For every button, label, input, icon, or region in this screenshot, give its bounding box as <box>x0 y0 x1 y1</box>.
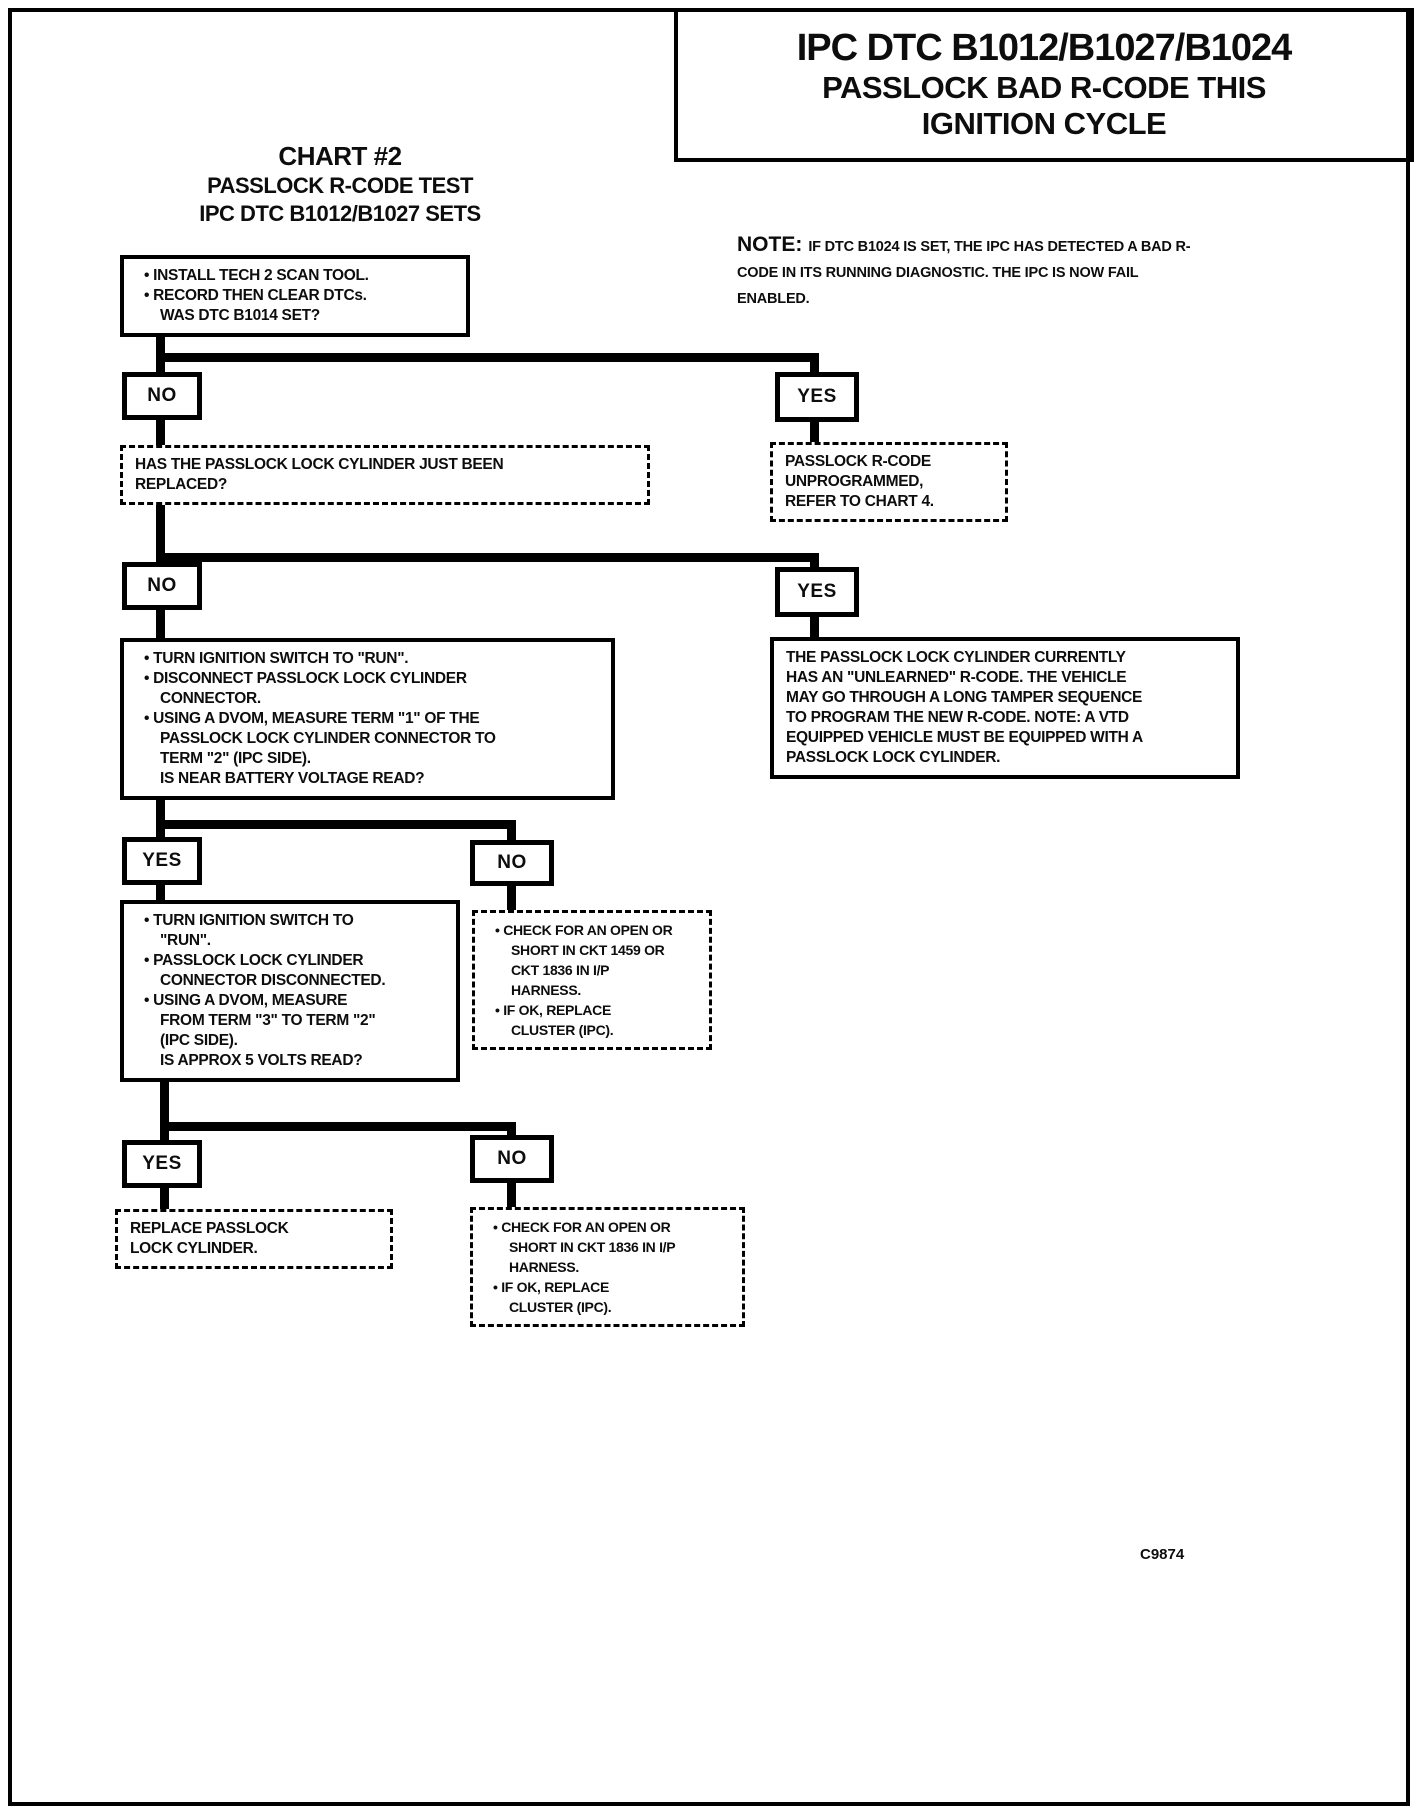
chart-heading-line1: CHART #2 <box>278 141 402 171</box>
decision1-yes-tag: YES <box>775 372 859 422</box>
step-line: CLUSTER (IPC). <box>511 1022 614 1038</box>
decision2-yes-tag: YES <box>775 567 859 617</box>
dtc-title-line3: IGNITION CYCLE <box>921 106 1167 141</box>
step-line: MAY GO THROUGH A LONG TAMPER SEQUENCE <box>786 689 1143 706</box>
flow-connector <box>810 617 819 637</box>
terminal-rcode-unprogrammed: PASSLOCK R-CODE UNPROGRAMMED, REFER TO C… <box>770 442 1008 522</box>
step-line: TO PROGRAM THE NEW R-CODE. NOTE: A VTD <box>786 709 1129 726</box>
note-paragraph: NOTE:IF DTC B1024 IS SET, THE IPC HAS DE… <box>737 232 1199 312</box>
step-line: • RECORD THEN CLEAR DTCs. <box>144 287 367 304</box>
flow-connector <box>156 353 819 362</box>
step-line: SHORT IN CKT 1836 IN I/P <box>509 1239 676 1255</box>
flow-connector <box>507 1122 516 1135</box>
flow-connector <box>156 505 165 562</box>
chart-heading-line3: IPC DTC B1012/B1027 SETS <box>199 201 481 226</box>
step-line: IS APPROX 5 VOLTS READ? <box>160 1052 363 1069</box>
step-line: HARNESS. <box>511 982 581 998</box>
note-text: IF DTC B1024 IS SET, THE IPC HAS DETECTE… <box>737 239 1191 307</box>
flow-connector <box>156 553 819 562</box>
flow-connector <box>810 553 819 567</box>
action-check-ckt-1836: • CHECK FOR AN OPEN OR SHORT IN CKT 1836… <box>470 1207 745 1327</box>
flow-connector <box>160 1122 512 1131</box>
step-line: REPLACED? <box>135 476 228 493</box>
flow-connector <box>156 820 516 829</box>
decision3-no-tag: NO <box>470 840 554 886</box>
step-line: "RUN". <box>160 932 211 949</box>
step-line: • CHECK FOR AN OPEN OR <box>493 1219 671 1235</box>
dtc-title-line2: PASSLOCK BAD R-CODE THIS <box>822 70 1266 105</box>
step-line: REPLACE PASSLOCK <box>130 1220 289 1237</box>
decision1-no-tag: NO <box>122 372 202 420</box>
step-line: PASSLOCK R-CODE <box>785 453 931 470</box>
decision4-no-tag: NO <box>470 1135 554 1183</box>
flow-connector <box>810 422 819 442</box>
step-line: CKT 1836 IN I/P <box>511 962 610 978</box>
figure-code: C9874 <box>1140 1546 1185 1563</box>
flow-connector <box>156 610 165 638</box>
step-measure-term1: • TURN IGNITION SWITCH TO "RUN". • DISCO… <box>120 638 615 800</box>
step-line: • IF OK, REPLACE <box>495 1002 611 1018</box>
flow-connector <box>507 820 516 840</box>
step-line: • USING A DVOM, MEASURE <box>144 992 348 1009</box>
action-check-ckt-1459-1836: • CHECK FOR AN OPEN OR SHORT IN CKT 1459… <box>472 910 712 1050</box>
step-line: HARNESS. <box>509 1259 579 1275</box>
step-line: • PASSLOCK LOCK CYLINDER <box>144 952 364 969</box>
step-line: CONNECTOR. <box>160 690 261 707</box>
question-cylinder-replaced: HAS THE PASSLOCK LOCK CYLINDER JUST BEEN… <box>120 445 650 505</box>
step-line: • USING A DVOM, MEASURE TERM "1" OF THE <box>144 710 480 727</box>
decision2-no-tag: NO <box>122 562 202 610</box>
step-line: • IF OK, REPLACE <box>493 1279 609 1295</box>
step-line: TERM "2" (IPC SIDE). <box>160 750 311 767</box>
step-install-scan-tool: • INSTALL TECH 2 SCAN TOOL. • RECORD THE… <box>120 255 470 337</box>
step-line: • DISCONNECT PASSLOCK LOCK CYLINDER <box>144 670 467 687</box>
step-line: • TURN IGNITION SWITCH TO <box>144 912 354 929</box>
step-line: PASSLOCK LOCK CYLINDER CONNECTOR TO <box>160 730 496 747</box>
dtc-title-line1: IPC DTC B1012/B1027/B1024 <box>796 27 1293 69</box>
step-line: • INSTALL TECH 2 SCAN TOOL. <box>144 267 369 284</box>
note-label: NOTE: <box>737 233 803 256</box>
flow-connector <box>160 1082 169 1140</box>
flow-connector <box>507 1183 516 1207</box>
chart-heading-line2: PASSLOCK R-CODE TEST <box>207 173 473 198</box>
action-replace-lock-cylinder: REPLACE PASSLOCK LOCK CYLINDER. <box>115 1209 393 1269</box>
decision3-yes-tag: YES <box>122 837 202 885</box>
step-line: • CHECK FOR AN OPEN OR <box>495 922 673 938</box>
flow-connector <box>156 885 165 900</box>
dtc-title-box: IPC DTC B1012/B1027/B1024 PASSLOCK BAD R… <box>674 8 1414 162</box>
step-line: LOCK CYLINDER. <box>130 1240 258 1257</box>
info-unlearned-rcode: THE PASSLOCK LOCK CYLINDER CURRENTLY HAS… <box>770 637 1240 779</box>
flow-connector <box>156 800 165 837</box>
step-line: WAS DTC B1014 SET? <box>160 307 320 324</box>
step-line: • TURN IGNITION SWITCH TO "RUN". <box>144 650 409 667</box>
step-line: SHORT IN CKT 1459 OR <box>511 942 665 958</box>
decision4-yes-tag: YES <box>122 1140 202 1188</box>
flow-connector <box>810 353 819 372</box>
step-line: REFER TO CHART 4. <box>785 493 934 510</box>
chart-heading: CHART #2 PASSLOCK R-CODE TEST IPC DTC B1… <box>120 140 560 228</box>
step-line: CONNECTOR DISCONNECTED. <box>160 972 386 989</box>
step-line: THE PASSLOCK LOCK CYLINDER CURRENTLY <box>786 649 1126 666</box>
step-line: HAS THE PASSLOCK LOCK CYLINDER JUST BEEN <box>135 456 504 473</box>
step-line: CLUSTER (IPC). <box>509 1299 612 1315</box>
step-line: EQUIPPED VEHICLE MUST BE EQUIPPED WITH A <box>786 729 1143 746</box>
step-line: IS NEAR BATTERY VOLTAGE READ? <box>160 770 425 787</box>
step-line: (IPC SIDE). <box>160 1032 238 1049</box>
step-measure-term3: • TURN IGNITION SWITCH TO "RUN". • PASSL… <box>120 900 460 1082</box>
flow-connector <box>156 420 165 445</box>
flow-connector <box>507 886 516 910</box>
flow-connector <box>160 1188 169 1209</box>
step-line: UNPROGRAMMED, <box>785 473 924 490</box>
step-line: FROM TERM "3" TO TERM "2" <box>160 1012 376 1029</box>
step-line: PASSLOCK LOCK CYLINDER. <box>786 749 1001 766</box>
step-line: HAS AN "UNLEARNED" R-CODE. THE VEHICLE <box>786 669 1127 686</box>
